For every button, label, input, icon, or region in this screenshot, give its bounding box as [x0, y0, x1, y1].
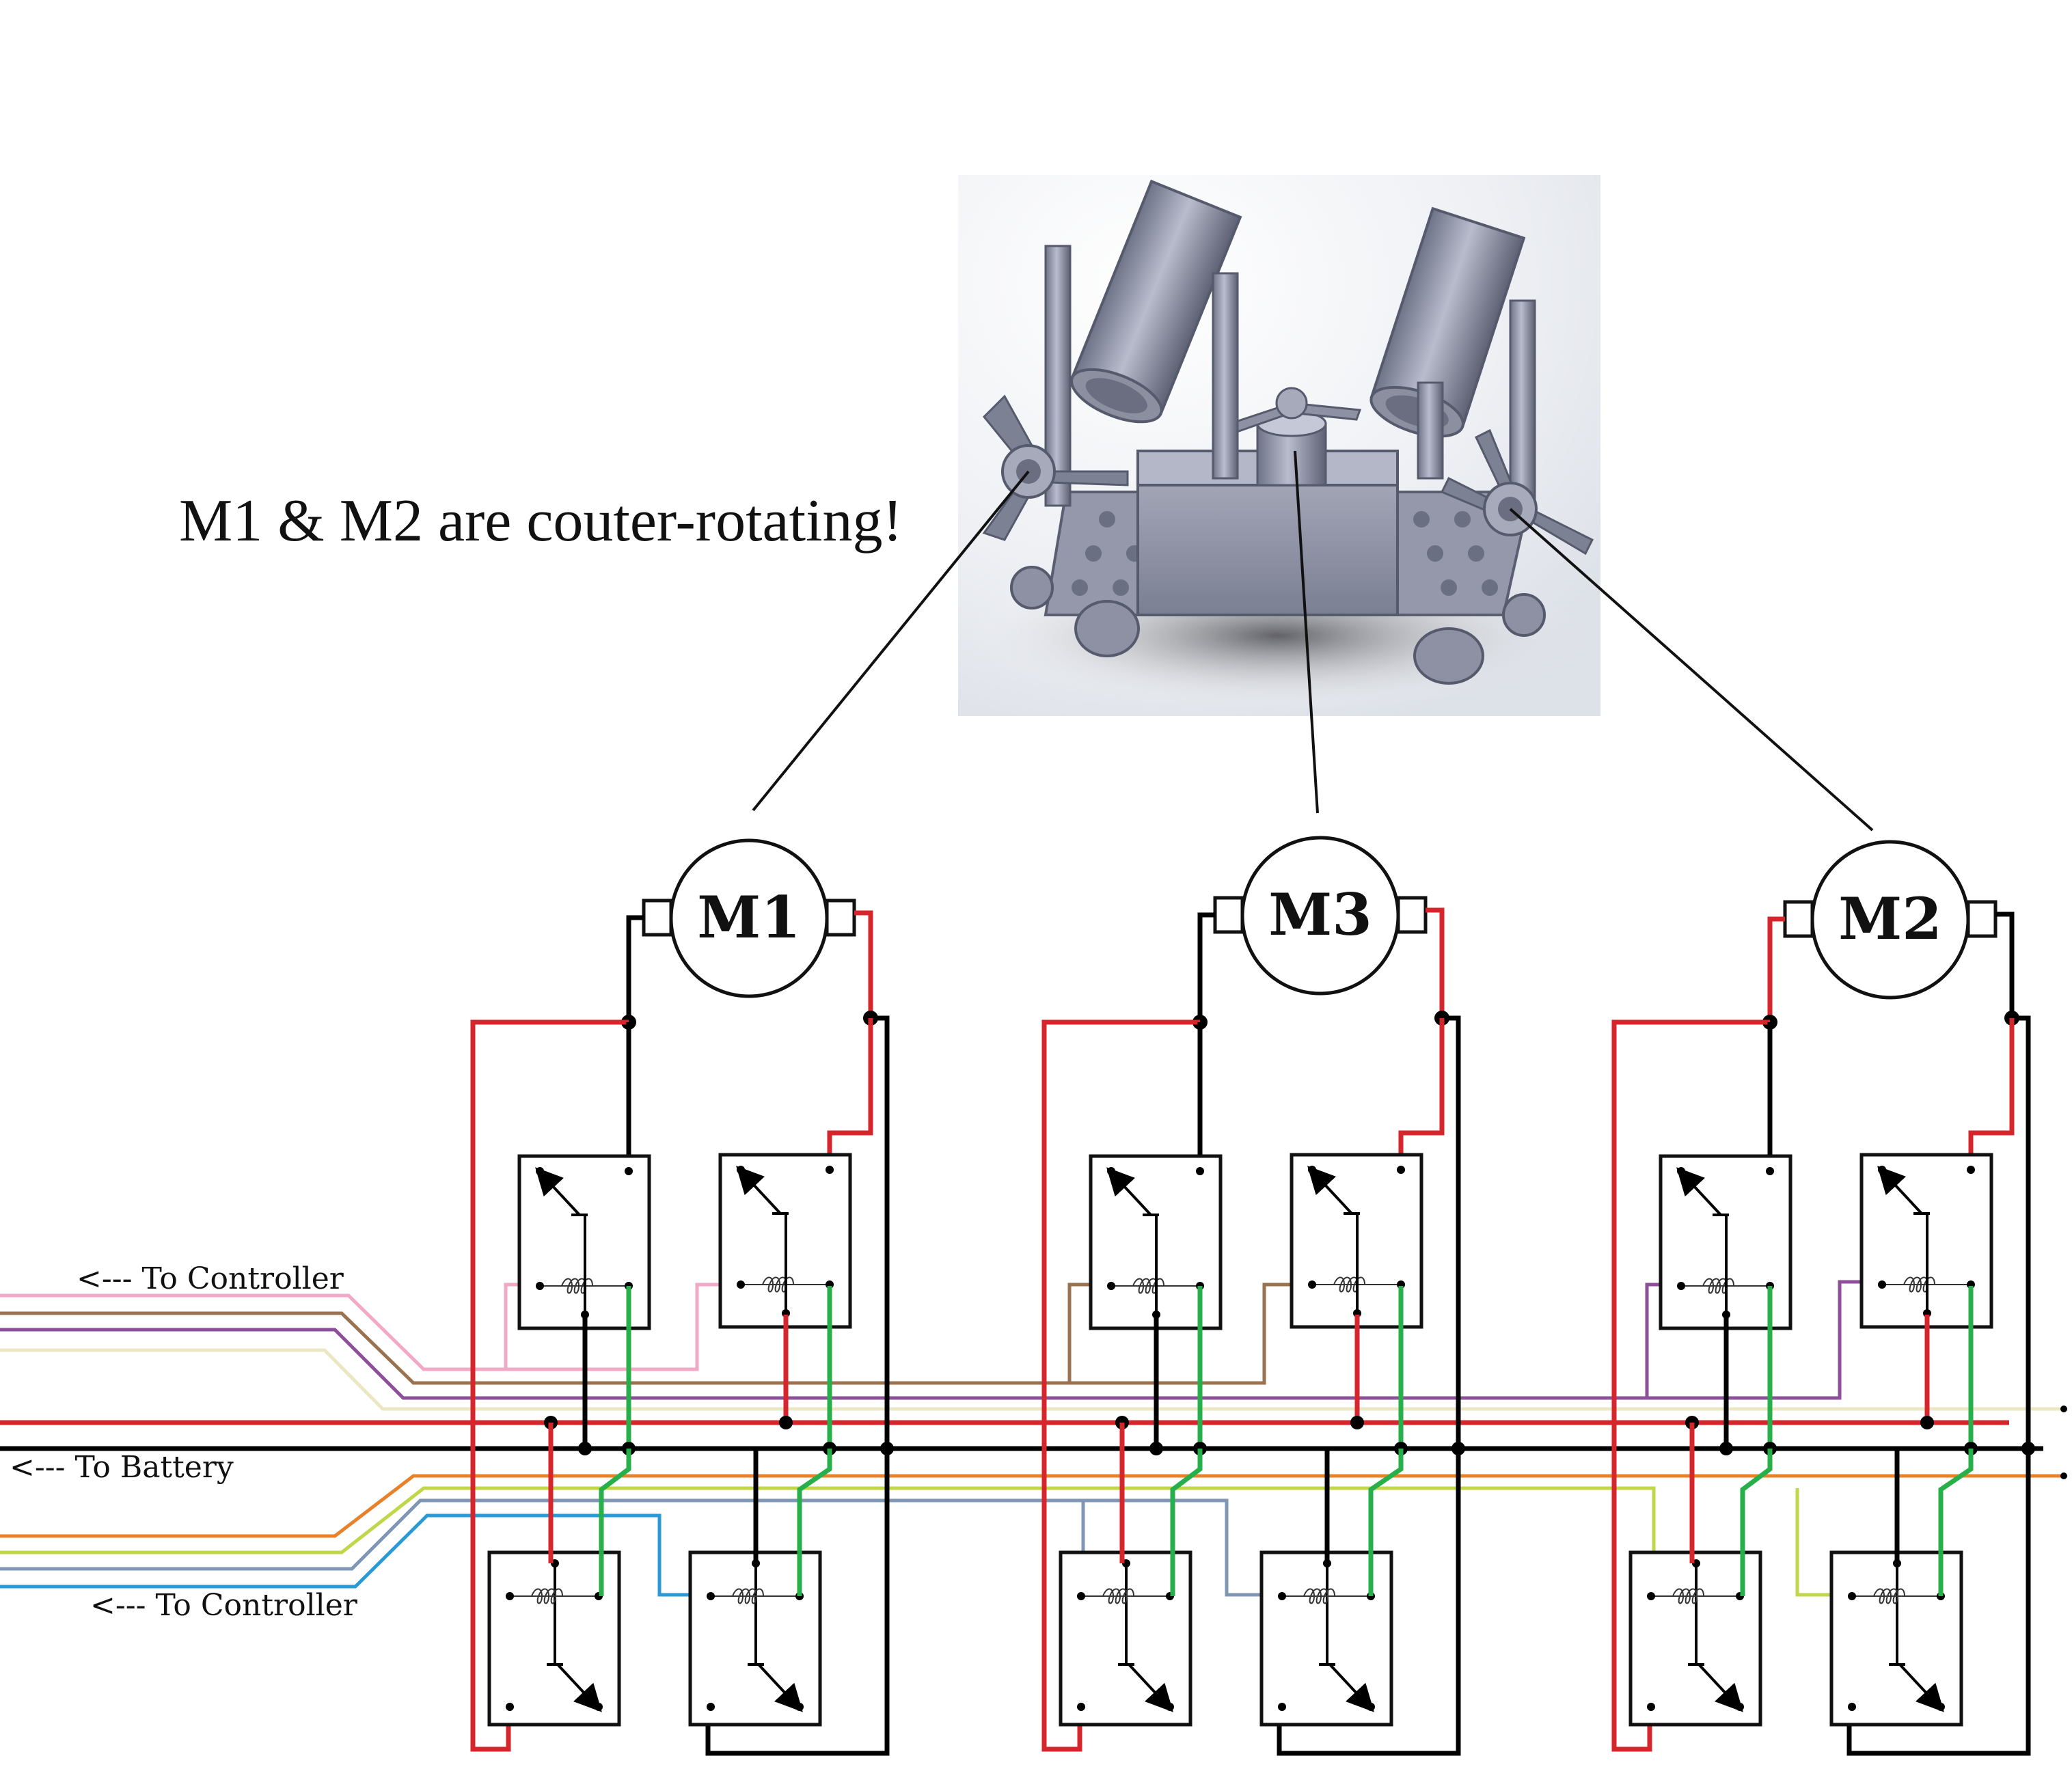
relay-bank-m2	[1611, 911, 2035, 1756]
pointer-m3	[1294, 450, 1319, 814]
controller-wires-top	[0, 1280, 2064, 1411]
motor-m3: M3	[1213, 836, 1428, 996]
diagram-caption: M1 & M2 are couter-rotating!	[179, 488, 903, 554]
motor-label-m3: M3	[1268, 881, 1372, 948]
motor-label-m1: M1	[697, 883, 800, 951]
label-controller-bottom: <--- To Controller	[90, 1588, 358, 1623]
wire-orange	[0, 1474, 2064, 1538]
power-rails	[0, 1420, 2043, 1451]
robot-render-image	[958, 175, 1600, 716]
relay-bank-m1	[470, 910, 894, 1756]
pointer-m2	[1509, 508, 1874, 832]
relay-bank-m3	[1041, 907, 1465, 1756]
motor-label-m2: M2	[1838, 885, 1941, 952]
relay-m3-bottom-left	[1059, 1550, 1192, 1727]
wire-grayblue	[0, 1498, 1271, 1597]
motor-m2: M2	[1783, 840, 1998, 1000]
wire-end-dots	[2060, 1406, 2067, 1479]
relay-m1-bottom-left	[487, 1550, 621, 1727]
wire-cream	[0, 1348, 2064, 1411]
wire-blue	[0, 1513, 711, 1597]
pointer-m1	[752, 470, 1030, 812]
wire-pink	[0, 1283, 744, 1371]
relay-banks	[470, 907, 2035, 1756]
relay-m2-bottom-left	[1628, 1550, 1762, 1727]
wire-purple	[0, 1280, 1878, 1400]
label-battery: <--- To Battery	[10, 1450, 234, 1485]
relay-m3-top-right	[1290, 1153, 1423, 1329]
pointer-lines	[752, 450, 1874, 832]
motor-m1: M1	[642, 838, 856, 998]
label-controller-top: <--- To Controller	[77, 1261, 344, 1296]
wire-lime	[0, 1486, 1673, 1597]
wire-lime-2	[1795, 1488, 1837, 1597]
wire-brown	[0, 1283, 1312, 1385]
